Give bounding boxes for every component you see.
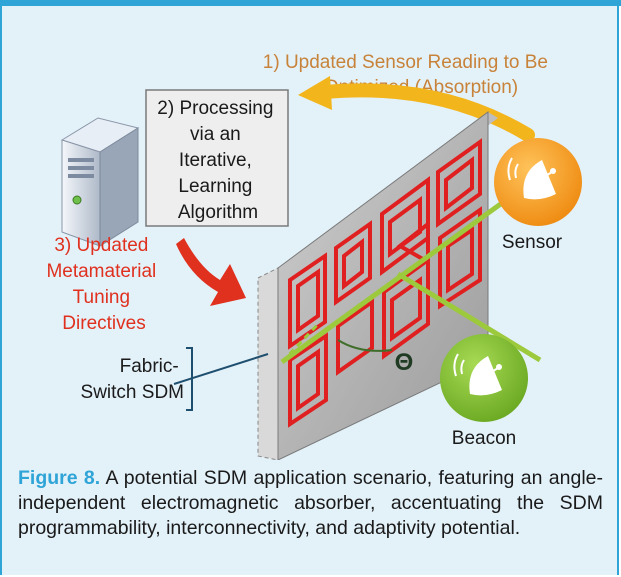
meander-pattern [288,138,482,428]
feedback-arrow [298,76,535,142]
processing-label: 2) Processing via an Iterative, Learning… [157,98,278,223]
satellite-dish-icon [507,157,556,200]
step3-label: 3) Updated Metamaterial Tuning Directive… [46,235,161,334]
angle-symbol: Θ [395,349,414,376]
fabric-label: Fabric- Switch SDM [81,356,184,403]
fabric-line-2: Switch SDM [81,382,184,403]
tuning-arrow [176,238,246,306]
figure-caption: Figure 8. A potential SDM application sc… [18,466,603,541]
step3-line-4: Directives [62,313,145,334]
step3-line-1: 3) Updated [54,235,148,256]
step3-line-3: Tuning [73,287,130,308]
step2-line-5: Algorithm [178,202,258,223]
figure-top-rule [0,0,621,6]
satellite-dish-icon [453,353,502,396]
step2-line-1: 2) Processing [157,98,273,119]
processing-box [145,89,289,227]
sdm-diagram: 2) Processing via an Iterative, Learning… [46,52,582,460]
step3-line-2: Metamaterial [46,261,156,282]
fabric-label-group: Fabric- Switch SDM [81,347,269,411]
fabric-line-1: Fabric- [120,356,179,377]
step1-line-1: 1) Updated Sensor Reading to Be [263,52,548,73]
sensor-label: Sensor [502,232,563,253]
figure-number: Figure 8. [18,467,101,489]
server-icon [60,117,140,247]
step2-line-2: via an [190,124,241,145]
beacon-label: Beacon [452,428,516,449]
sensor-node [494,138,582,226]
step2-line-4: Learning [178,176,252,197]
beacon-node [440,334,528,422]
caption-text: A potential SDM application scenario, fe… [18,467,603,539]
step2-line-3: Iterative, [179,150,252,171]
